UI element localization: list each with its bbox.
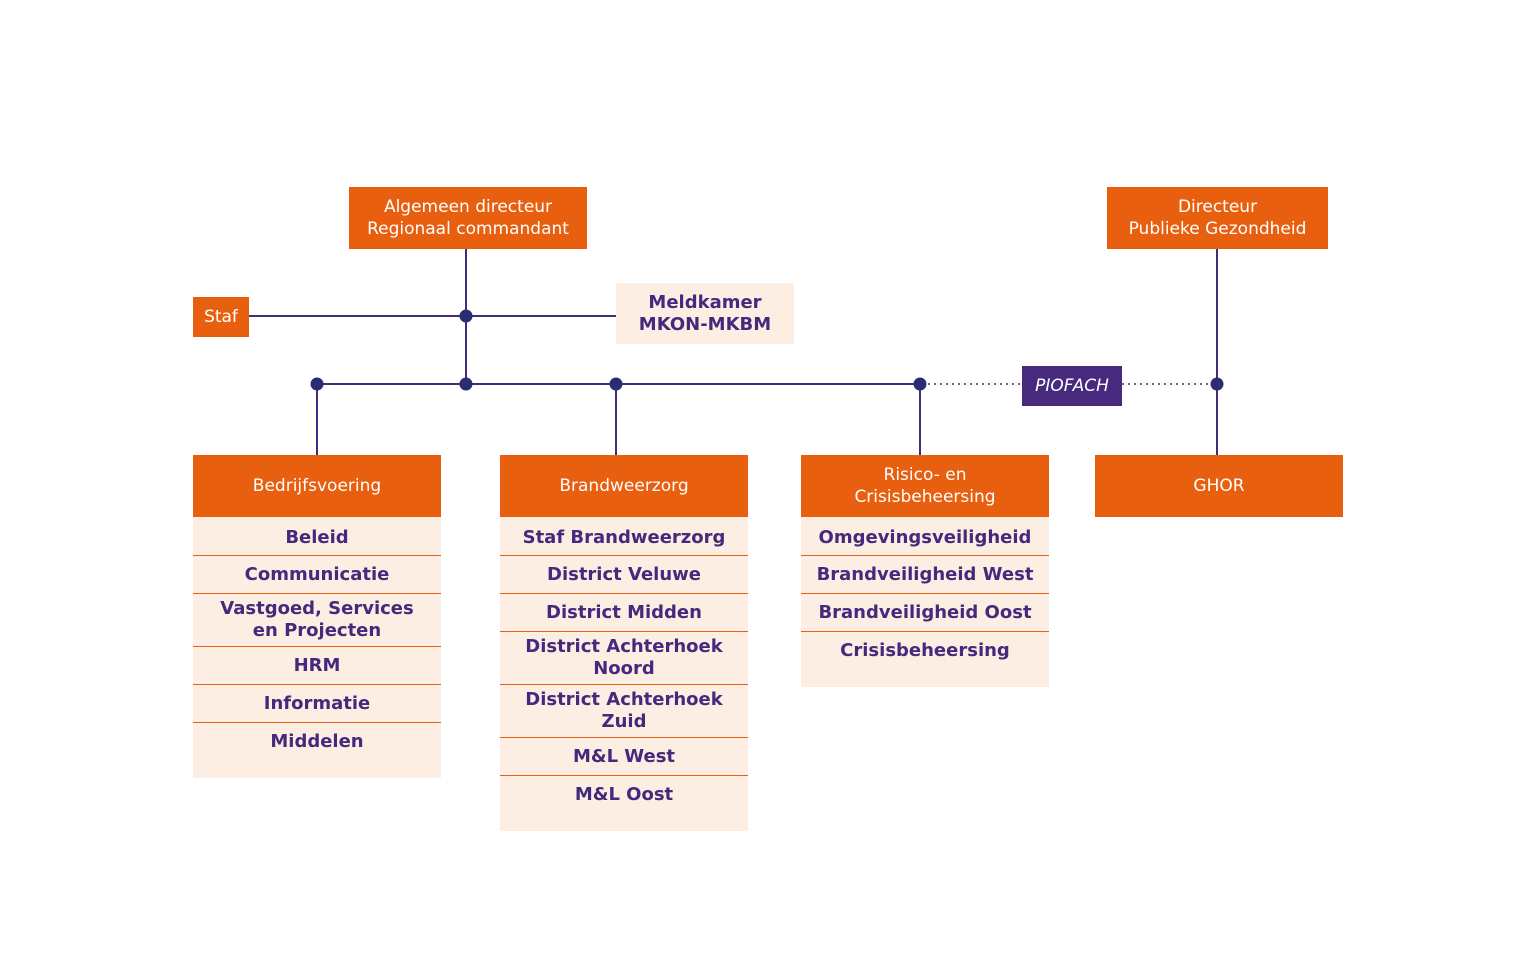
department-list-padding [193,760,441,778]
junction-dot [913,377,927,391]
department-item: Staf Brandweerzorg [522,527,726,548]
department-item: M&L West [500,737,748,775]
department-item: District Veluwe [500,555,748,593]
department-item: Beleid [285,527,349,548]
department-title-line: Risico- en [883,465,967,485]
department-list-padding [500,813,748,831]
department-title-line: Crisisbeheersing [854,487,996,507]
department-item: Informatie [193,684,441,722]
department-item: HRM [193,646,441,684]
department-item: Omgevingsveiligheid [818,527,1032,548]
department-list-padding [801,669,1049,687]
department-item: Communicatie [193,555,441,593]
meldkamer-box: Meldkamer MKON-MKBM [616,283,794,344]
department-title-line: Bedrijfsvoering [252,476,382,496]
meldkamer-line-1: Meldkamer [648,291,762,313]
directeur-pg-line-1: Directeur [1177,197,1258,217]
piofach-label: PIOFACH [1035,376,1109,396]
department-item: M&L Oost [500,775,748,813]
department-header: Brandweerzorg [500,455,748,517]
algemeen-directeur-line-1: Algemeen directeur [383,197,553,217]
piofach-box: PIOFACH [1022,366,1122,406]
department-item: Vastgoed, Services en Projecten [193,593,441,646]
staf-label: Staf [204,307,238,327]
junction-dot [1210,377,1224,391]
algemeen-directeur-box: Algemeen directeur Regionaal commandant [349,187,587,249]
algemeen-directeur-line-2: Regionaal commandant [367,219,569,239]
department-item: District Achterhoek Noord [500,631,748,684]
junction-dot [609,377,623,391]
directeur-pg-line-2: Publieke Gezondheid [1128,219,1307,239]
department-ghor: GHOR [1095,455,1343,517]
department-title-line: Brandweerzorg [559,476,689,496]
department-header: Bedrijfsvoering [193,455,441,517]
department-item: Brandveiligheid West [801,555,1049,593]
department-item: District Achterhoek Zuid [500,684,748,737]
staf-box: Staf [193,297,249,337]
meldkamer-line-2: MKON-MKBM [638,313,772,335]
junction-dot [459,309,473,323]
department-item: District Midden [500,593,748,631]
department-item: Crisisbeheersing [801,631,1049,669]
directeur-publieke-gezondheid-box: Directeur Publieke Gezondheid [1107,187,1328,249]
department-item: Middelen [193,722,441,760]
department-title-line: GHOR [1193,476,1245,496]
department-item: Brandveiligheid Oost [801,593,1049,631]
junction-dot [459,377,473,391]
junction-dot [310,377,324,391]
department-header: GHOR [1095,455,1343,517]
